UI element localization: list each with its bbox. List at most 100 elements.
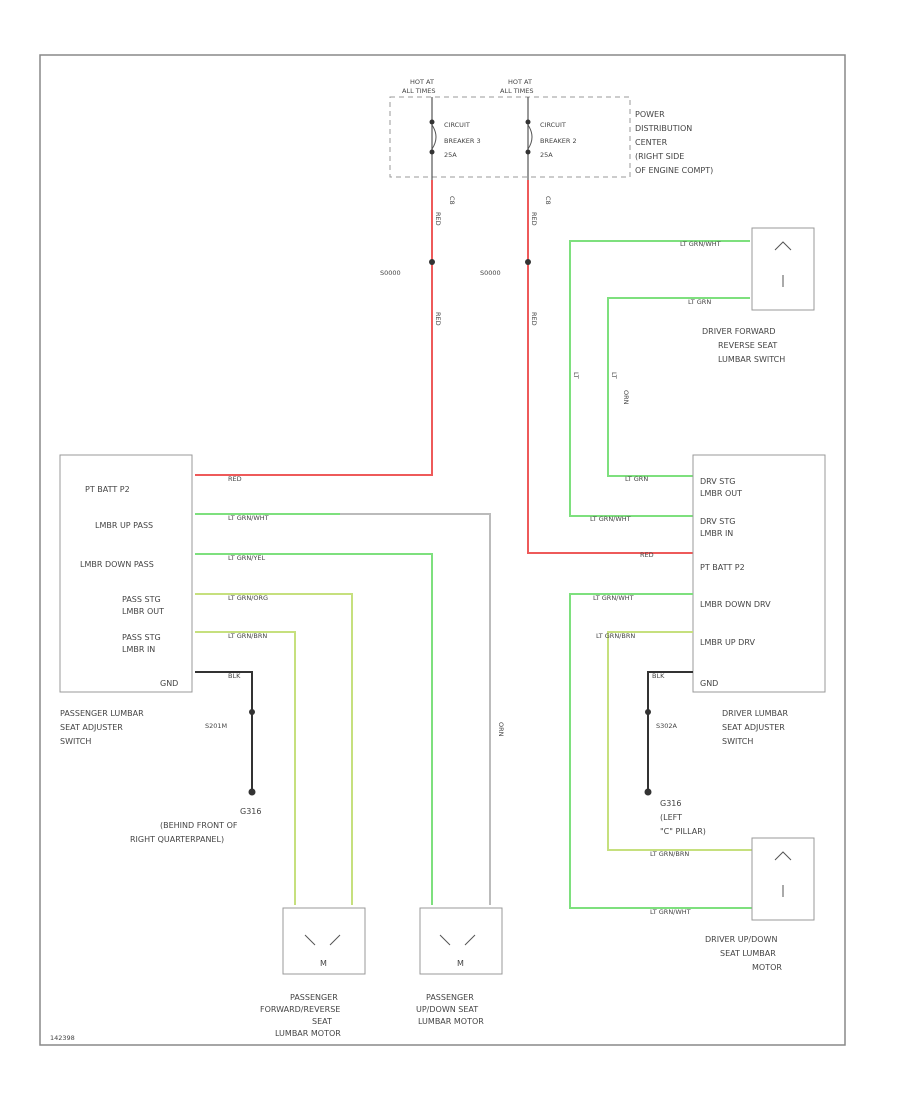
breaker-right-terminal-top xyxy=(525,119,531,125)
drv-wire-lt-label-2: LT xyxy=(610,372,618,379)
pass-updown-motor-title-2: UP/DOWN SEAT xyxy=(416,1005,478,1014)
diagram-frame xyxy=(39,54,846,1046)
pass-fwd-motor-arrows xyxy=(304,934,341,946)
breaker-left-label-3: 25A xyxy=(444,151,457,159)
hot-label-right-2: ALL TIMES xyxy=(500,87,533,95)
drv-pin-out: LMBR OUT xyxy=(700,489,742,498)
drv-wire-fwd-a-label: LT GRN/WHT xyxy=(680,240,721,248)
pass-wire-out-label: LT GRN/ORG xyxy=(228,594,268,602)
pass-pin-lmbr-down: LMBR DOWN PASS xyxy=(80,560,154,569)
drv-wire-gnd xyxy=(647,671,693,792)
drv-ground-point xyxy=(644,788,652,796)
drv-ground-label-3: "C" PILLAR) xyxy=(660,827,706,836)
pass-ground-splice-label: S201M xyxy=(205,722,227,730)
drv-switch-title-1: DRIVER LUMBAR xyxy=(722,709,788,718)
pass-pin-stg-2: PASS STG xyxy=(122,633,161,642)
red-wire-label-5: RED xyxy=(228,475,242,483)
pass-wire-gnd-label: BLK xyxy=(228,672,241,680)
drv-pin-lmbr-up: LMBR UP DRV xyxy=(700,638,755,647)
hot-label-right-1: HOT AT xyxy=(508,78,532,86)
pass-pin-out: LMBR OUT xyxy=(122,607,164,616)
pass-pin-stg-1: PASS STG xyxy=(122,595,161,604)
drv-pin-stg-1: DRV STG xyxy=(700,477,735,486)
red-wire-left xyxy=(195,180,433,476)
pass-pin-batt: PT BATT P2 xyxy=(85,485,130,494)
pass-wire-up-label: LT GRN/WHT xyxy=(228,514,269,522)
pass-ground-label-3: RIGHT QUARTERPANEL) xyxy=(130,835,224,844)
power-distribution-box xyxy=(389,96,631,178)
hot-label-left-1: HOT AT xyxy=(410,78,434,86)
driver-fwd-title-1: DRIVER FORWARD xyxy=(702,327,776,336)
pass-wire-down-label: LT GRN/YEL xyxy=(228,554,265,562)
breaker-left-label-1: CIRCUIT xyxy=(444,121,470,129)
pass-pin-gnd: GND xyxy=(160,679,178,688)
pass-updown-motor-title-1: PASSENGER xyxy=(426,993,474,1002)
breaker-right-symbol xyxy=(527,124,533,150)
driver-fwd-title-2: REVERSE SEAT xyxy=(718,341,777,350)
drv-pin-batt: PT BATT P2 xyxy=(700,563,745,572)
pdc-label-5: OF ENGINE COMPT) xyxy=(635,166,713,175)
pass-pin-lmbr-up: LMBR UP PASS xyxy=(95,521,153,530)
drv-switch-title-2: SEAT ADJUSTER xyxy=(722,723,785,732)
driver-fwd-title-3: LUMBAR SWITCH xyxy=(718,355,785,364)
drv-wire-gnd-label: BLK xyxy=(652,672,665,680)
red-wire-label-4: RED xyxy=(530,312,538,326)
red-wire-label-3: RED xyxy=(434,312,442,326)
splice-right xyxy=(525,259,531,265)
splice-left xyxy=(429,259,435,265)
pass-wire-out xyxy=(195,593,353,905)
driver-switch-symbol xyxy=(774,241,792,287)
red-wire-label-1: RED xyxy=(434,212,442,226)
pass-ground-label-1: G316 xyxy=(240,807,261,816)
pdc-label-4: (RIGHT SIDE xyxy=(635,152,684,161)
drv-wire-in-label: LT GRN/WHT xyxy=(590,515,631,523)
drv-wire-up-label: LT GRN/BRN xyxy=(596,632,635,640)
driver-motor-title-3: MOTOR xyxy=(752,963,782,972)
breaker-left-terminal-bottom xyxy=(429,149,435,155)
breaker-left-symbol xyxy=(431,124,437,150)
diagram-id: 142398 xyxy=(50,1034,75,1042)
pass-switch-title-2: SEAT ADJUSTER xyxy=(60,723,123,732)
breaker-right-label-3: 25A xyxy=(540,151,553,159)
drv-ground-splice-label: S302A xyxy=(656,722,678,730)
red-wire-label-6: RED xyxy=(640,551,654,559)
pass-wire-orn-label: ORN xyxy=(497,722,505,737)
splice-right-label: S0000 xyxy=(480,269,501,277)
pdc-label-2: DISTRIBUTION xyxy=(635,124,692,133)
drv-wire-orn-label: ORN xyxy=(622,390,630,405)
pass-pin-in: LMBR IN xyxy=(122,645,155,654)
drv-wire-fwd-a xyxy=(569,240,750,517)
breaker-left-terminal-top xyxy=(429,119,435,125)
passenger-fwd-rev-lumbar-motor xyxy=(282,907,366,975)
driver-motor-title-2: SEAT LUMBAR xyxy=(720,949,776,958)
red-wire-label-2: RED xyxy=(530,212,538,226)
drv-wire-down-label: LT GRN/WHT xyxy=(593,594,634,602)
pass-updown-motor-title-3: LUMBAR MOTOR xyxy=(418,1017,484,1026)
pdc-label-1: POWER xyxy=(635,110,665,119)
pass-fwd-motor-symbol: M xyxy=(320,959,327,968)
connector-c8-right: C8 xyxy=(544,196,552,205)
drv-wire-fwd-b-label: LT GRN xyxy=(688,298,711,306)
pass-fwd-motor-title-4: LUMBAR MOTOR xyxy=(275,1029,341,1038)
driver-lumbar-switch xyxy=(692,454,826,693)
drv-wire-down-label-2: LT GRN/WHT xyxy=(650,908,691,916)
connector-c8-left: C8 xyxy=(448,196,456,205)
driver-motor-symbol xyxy=(774,851,792,897)
pass-ground-point xyxy=(248,788,256,796)
splice-left-label: S0000 xyxy=(380,269,401,277)
passenger-lumbar-switch xyxy=(59,454,193,693)
drv-wire-up-label-2: LT GRN/BRN xyxy=(650,850,689,858)
hot-label-left-2: ALL TIMES xyxy=(402,87,435,95)
breaker-right-terminal-bottom xyxy=(525,149,531,155)
drv-wire-up xyxy=(607,631,752,851)
pass-fwd-motor-title-1: PASSENGER xyxy=(290,993,338,1002)
pass-wire-down xyxy=(195,553,433,905)
drv-pin-gnd: GND xyxy=(700,679,718,688)
driver-motor-title-1: DRIVER UP/DOWN xyxy=(705,935,777,944)
pass-wire-up xyxy=(195,513,491,905)
drv-wire-lt-label-1: LT xyxy=(572,372,580,379)
drv-ground-label-2: (LEFT xyxy=(660,813,682,822)
pass-updown-motor-symbol: M xyxy=(457,959,464,968)
drv-wire-out-label: LT GRN xyxy=(625,475,648,483)
